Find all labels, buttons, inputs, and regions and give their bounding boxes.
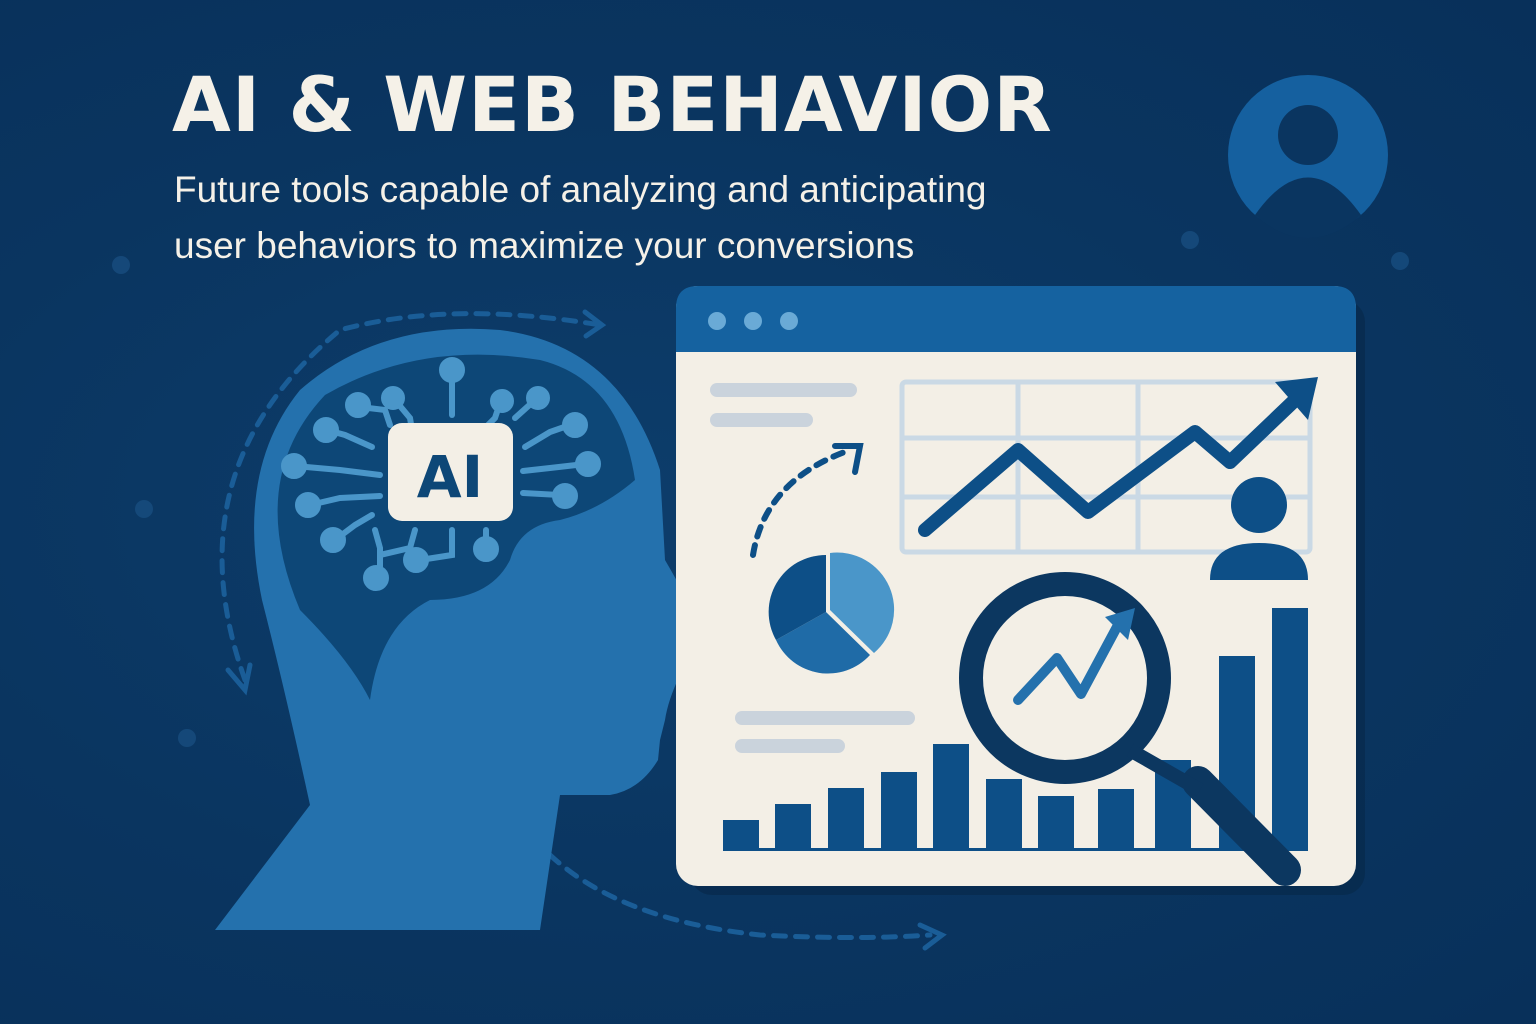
line-chart-trend-icon <box>918 393 1302 537</box>
head-silhouette-icon <box>215 328 715 930</box>
svg-text:AI: AI <box>417 443 483 511</box>
circuit-brain-icon <box>281 357 601 591</box>
magnifier-icon <box>959 572 1301 886</box>
pie-chart-icon <box>768 552 895 674</box>
window-dots <box>708 312 798 330</box>
page-title: AI & WEB BEHAVIOR <box>172 60 1053 149</box>
browser-window <box>676 286 1356 886</box>
ai-chip-icon: AI <box>388 423 513 521</box>
bar-chart-icon <box>723 608 1308 851</box>
decor-dots <box>112 231 1409 747</box>
user-avatar-icon <box>1228 75 1388 238</box>
dashed-flow-arrow-icon <box>219 311 933 940</box>
dashed-arrow-icon <box>750 443 864 558</box>
subtitle-line-2: user behaviors to maximize your conversi… <box>174 225 915 266</box>
subtitle-line-1: Future tools capable of analyzing and an… <box>174 169 987 210</box>
user-icon <box>1210 477 1308 580</box>
page-subtitle: Future tools capable of analyzing and an… <box>174 162 1214 274</box>
